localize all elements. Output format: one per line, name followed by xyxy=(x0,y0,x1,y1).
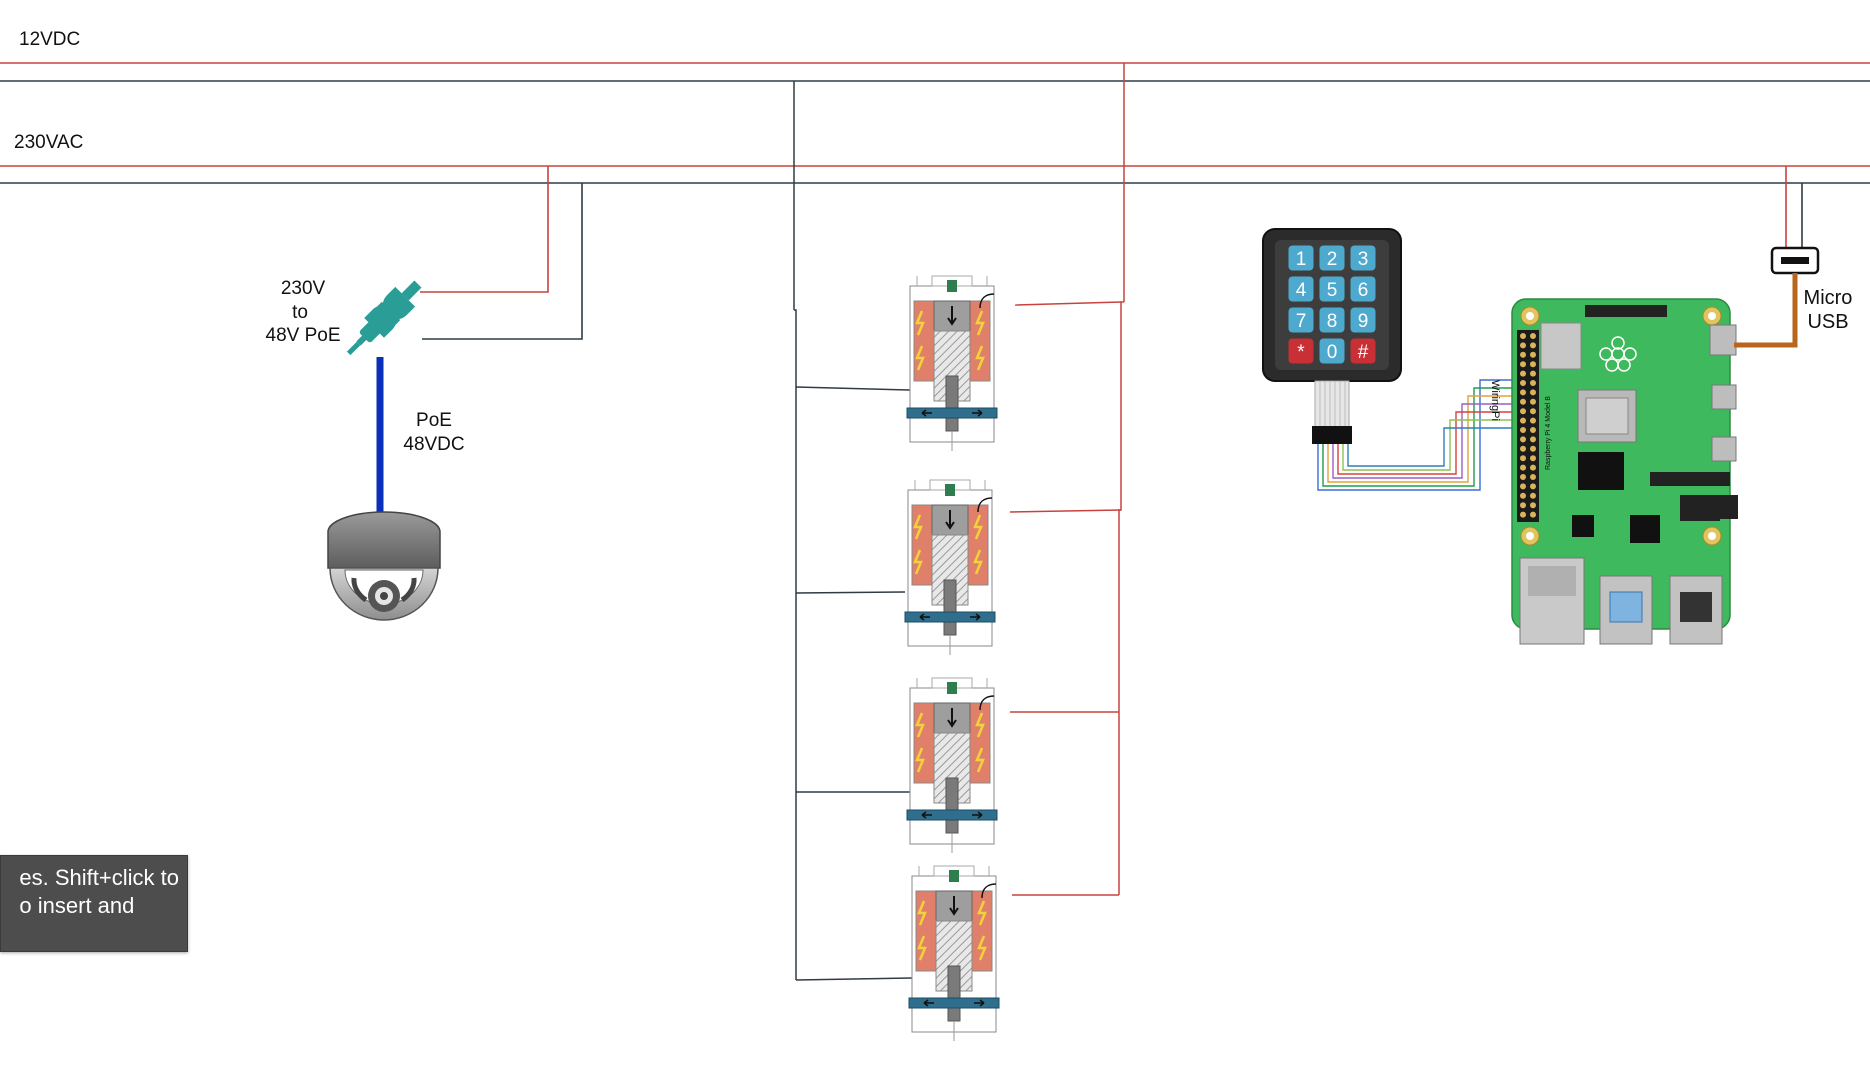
gpio-pin xyxy=(1520,398,1526,405)
solenoid-valve-icon xyxy=(903,274,1001,1043)
tooltip-line2: o insert and xyxy=(19,893,135,918)
keypad-key xyxy=(1319,245,1345,271)
rail-12vdc-label: 12VDC xyxy=(19,29,80,50)
keypad-ribbon-wires xyxy=(1317,379,1522,491)
tooltip-line1: es. Shift+click to xyxy=(19,865,179,890)
raspberry-pi-board-icon: Raspberry Pi 4 Model B xyxy=(1511,298,1738,645)
keypad-key-label: 2 xyxy=(1327,249,1338,270)
keypad-key-label: 7 xyxy=(1296,311,1307,332)
usb-power-wires xyxy=(1785,166,1803,248)
keypad-key-label: 5 xyxy=(1327,280,1338,301)
keypad-key xyxy=(1319,307,1345,333)
gpio-pin xyxy=(1530,464,1536,471)
keypad-key xyxy=(1288,307,1314,333)
gpio-pin xyxy=(1530,333,1536,339)
keypad-key-label: 1 xyxy=(1296,249,1307,270)
keypad-key-label: 0 xyxy=(1327,342,1338,363)
plug-icon xyxy=(346,280,422,356)
gpio-pin xyxy=(1530,455,1536,462)
keypad-key xyxy=(1350,307,1376,333)
gpio-pin xyxy=(1530,389,1536,396)
valve-bus-wires xyxy=(793,63,1125,981)
gpio-pin xyxy=(1530,502,1536,509)
gpio-pin xyxy=(1520,511,1526,518)
gpio-pin xyxy=(1530,380,1536,386)
gpio-pin xyxy=(1520,464,1526,471)
gpio-pin xyxy=(1520,445,1526,452)
gpio-pin xyxy=(1530,361,1536,368)
poe-cable-label-line2: 48VDC xyxy=(403,434,464,455)
gpio-pin xyxy=(1530,511,1536,518)
keypad-key-label: 9 xyxy=(1358,311,1369,332)
gpio-pin xyxy=(1530,408,1536,415)
gpio-pin xyxy=(1520,389,1526,396)
gpio-pin xyxy=(1530,445,1536,452)
micro-usb-label-line1: Micro xyxy=(1804,287,1853,309)
gpio-pin xyxy=(1520,351,1526,358)
poe-adapter-label-line1: 230V xyxy=(281,278,326,299)
gpio-pin xyxy=(1520,436,1526,443)
gpio-pin xyxy=(1530,436,1536,443)
gpio-pin xyxy=(1530,427,1536,433)
gpio-pin xyxy=(1520,333,1526,339)
keypad-key xyxy=(1288,338,1314,364)
gpio-pin xyxy=(1530,342,1536,349)
keypad-key-label: 4 xyxy=(1296,280,1307,301)
poe-cable-label-line1: PoE xyxy=(416,410,452,431)
gpio-pin xyxy=(1520,417,1526,424)
dome-camera-icon xyxy=(327,511,441,621)
gpio-pin xyxy=(1520,408,1526,415)
poe-adapter-label-line3: 48V PoE xyxy=(266,325,341,346)
keypad-key xyxy=(1350,276,1376,302)
keypad-key-label: 3 xyxy=(1358,249,1369,270)
gpio-pin xyxy=(1530,351,1536,358)
gpio-pin xyxy=(1530,398,1536,405)
keypad-key xyxy=(1288,276,1314,302)
rail-12vdc: 12VDC xyxy=(0,29,1870,82)
keypad-key-label: # xyxy=(1358,342,1369,363)
keypad-key-label: * xyxy=(1297,342,1305,363)
gpio-pin xyxy=(1520,483,1526,490)
keypad-key-label: 8 xyxy=(1327,311,1338,332)
gpio-pin xyxy=(1520,502,1526,509)
gpio-pin xyxy=(1530,474,1536,480)
keypad-key xyxy=(1319,338,1345,364)
gpio-pin xyxy=(1530,492,1536,499)
gpio-pin xyxy=(1520,380,1526,386)
poe-adapter-label-line2: to xyxy=(292,302,308,323)
rail-230vac-label: 230VAC xyxy=(14,132,83,153)
poe-cable-label: PoE 48VDC xyxy=(403,410,464,455)
gpio-pin xyxy=(1530,370,1536,377)
micro-usb-label-line2: USB xyxy=(1807,311,1848,333)
wiringpi-label: WiringPi xyxy=(1489,380,1501,421)
gpio-pin xyxy=(1530,483,1536,490)
gpio-pin xyxy=(1520,474,1526,480)
gpio-pin xyxy=(1520,455,1526,462)
micro-usb-icon xyxy=(1770,246,1820,275)
gpio-pin xyxy=(1530,417,1536,424)
gpio-pin xyxy=(1520,361,1526,368)
gpio-pin xyxy=(1520,342,1526,349)
gpio-pin xyxy=(1520,370,1526,377)
adapter-wires xyxy=(420,166,583,340)
gpio-pin xyxy=(1520,492,1526,499)
keypad-key-label: 6 xyxy=(1358,280,1369,301)
gpio-pin xyxy=(1520,427,1526,433)
keypad-key xyxy=(1350,245,1376,271)
poe-adapter-label: 230V to 48V PoE xyxy=(266,278,341,346)
keypad-key xyxy=(1319,276,1345,302)
rail-230vac: 230VAC xyxy=(0,132,1870,184)
keypad-key xyxy=(1350,338,1376,364)
pi-model-text: Raspberry Pi 4 Model B xyxy=(1545,396,1552,470)
tooltip: es. Shift+click to o insert and xyxy=(0,855,188,952)
micro-usb-label: Micro USB xyxy=(1804,287,1853,333)
keypad-key xyxy=(1288,245,1314,271)
usb-cable xyxy=(1734,273,1798,348)
